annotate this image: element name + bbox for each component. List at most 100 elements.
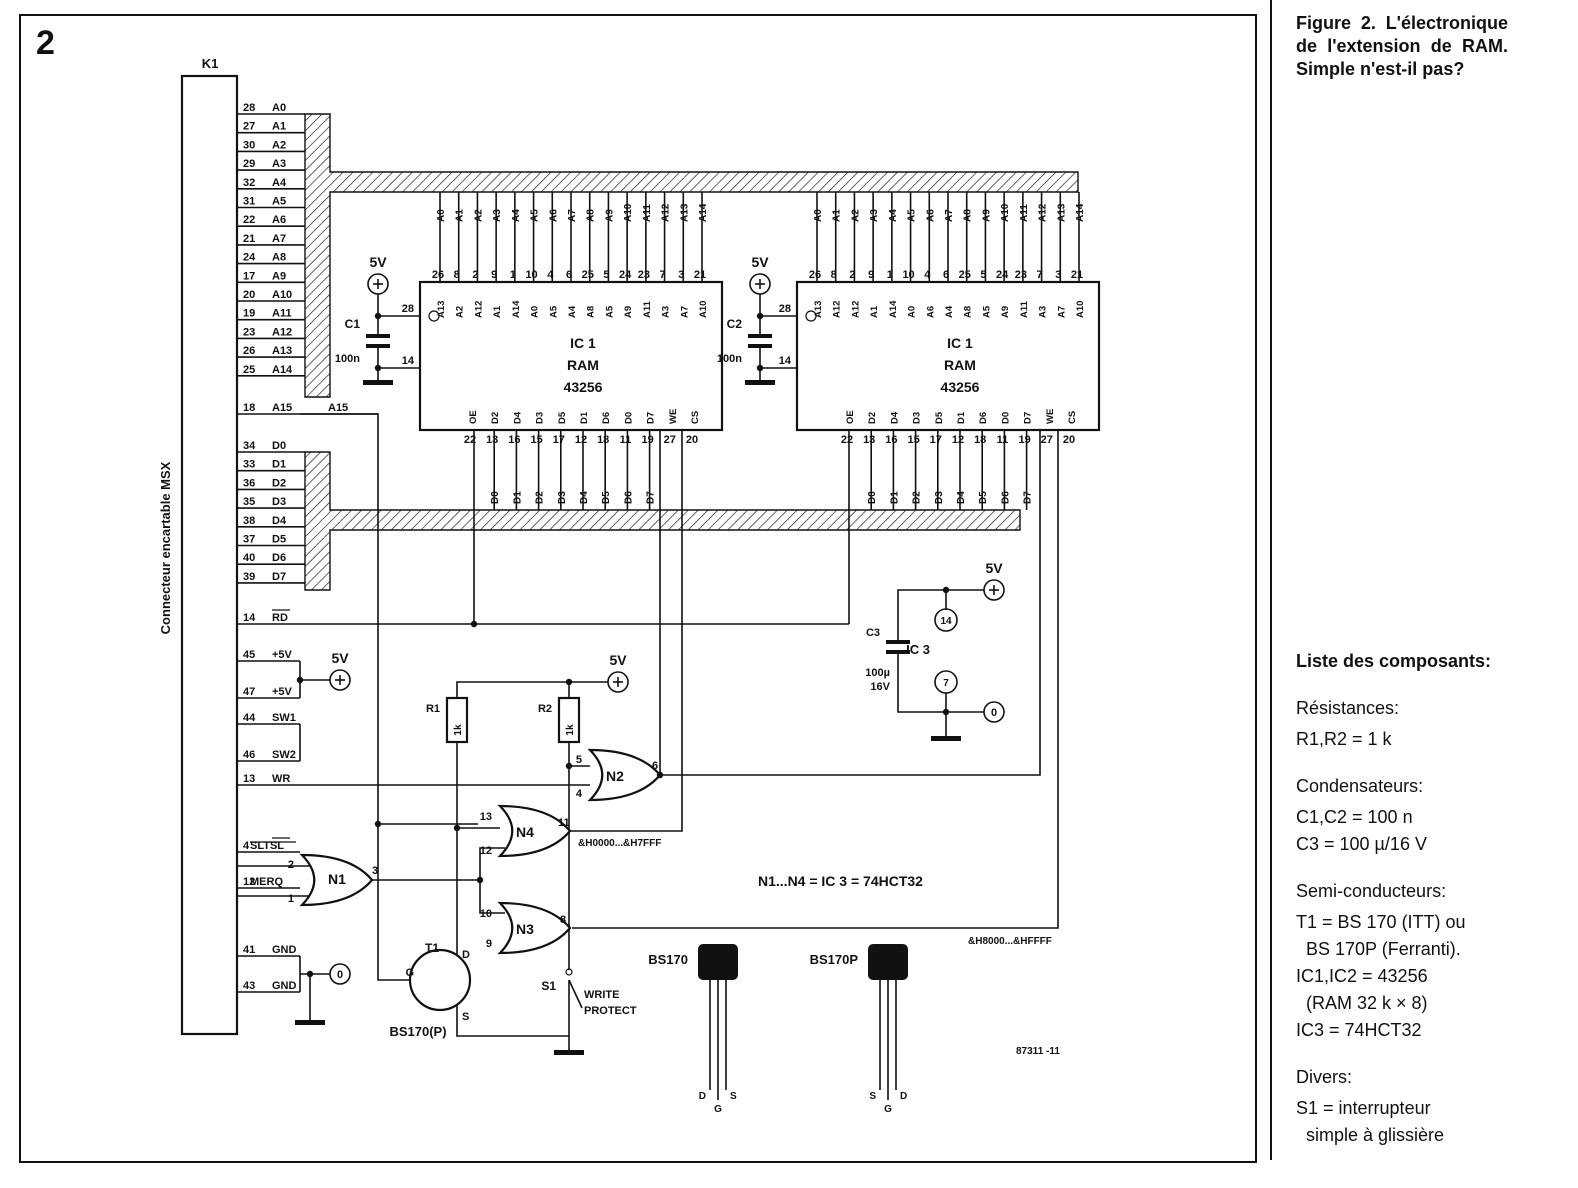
parts-item: R1,R2 = 1 k — [1296, 729, 1392, 749]
ram-pin-number: 3 — [678, 269, 684, 281]
bus-data-label: D6 — [623, 491, 634, 504]
bus-data-label: D5 — [978, 491, 989, 504]
ram-type: RAM — [567, 357, 599, 373]
gate-name: N4 — [516, 824, 534, 840]
bus-address-label: A12 — [661, 203, 672, 222]
ram-pin-name: A12 — [832, 301, 843, 318]
pullup-wire — [456, 681, 608, 698]
ram-pin-number: 6 — [566, 269, 572, 281]
ram-pin-number: 3 — [1055, 269, 1061, 281]
ram-pin-number: 23 — [1015, 269, 1027, 281]
parts-item: C3 = 100 µ/16 V — [1296, 834, 1427, 854]
ram-pin-name: D6 — [601, 412, 612, 424]
gate-name: N2 — [606, 768, 624, 784]
ram-pin-number: 21 — [694, 269, 706, 281]
connector-pin-number: 46 — [243, 749, 255, 761]
supply-label: 5V — [331, 650, 349, 666]
ground-symbol — [745, 380, 775, 385]
supply-terminal — [367, 273, 389, 295]
connector-pin-number: 25 — [243, 364, 255, 376]
ram-pin-name: A1 — [492, 305, 503, 318]
cap-value: 100n — [335, 353, 360, 365]
ram-pin-name: A4 — [567, 305, 578, 318]
transistor-ref: T1 — [425, 941, 439, 955]
ram-part: 43256 — [564, 379, 603, 395]
ram-pin-name: D3 — [535, 412, 546, 424]
connector-pin-name: D2 — [272, 477, 286, 489]
ram-pin-name: A14 — [511, 300, 522, 318]
ram-pin-number: 2 — [849, 269, 855, 281]
connector-pin-number: 36 — [243, 477, 255, 489]
ram-pin-number: 24 — [996, 269, 1009, 281]
ram-pin-number: 9 — [491, 269, 497, 281]
connector-pin-number: 21 — [243, 233, 255, 245]
n2-we2-wire — [660, 430, 1041, 776]
ram-pin-name: A10 — [1075, 301, 1086, 318]
connector-pin-number: 14 — [243, 612, 256, 624]
connector-pin-number: 30 — [243, 139, 255, 151]
connector-pin-name: A9 — [272, 270, 286, 282]
package-pin: G — [884, 1104, 892, 1115]
gate-pin-num: 4 — [576, 788, 583, 800]
ram-pin-number: 8 — [454, 269, 460, 281]
bus-data-label: D1 — [889, 491, 900, 504]
connector-pin-name: D1 — [272, 459, 286, 471]
ic3-pin-num: 7 — [943, 678, 949, 689]
resistor-ref: R1 — [426, 703, 440, 715]
ram-pin-number: 1 — [887, 269, 893, 281]
gate-pin-num: 1 — [288, 893, 294, 905]
bus-address-label: A3 — [492, 209, 503, 222]
a15-wire — [300, 413, 418, 981]
ground-symbol — [295, 1020, 325, 1025]
to92-package — [698, 944, 738, 980]
ram-pin-number: 27 — [1041, 434, 1053, 446]
bus-address-label: A10 — [623, 203, 634, 222]
bus-layer — [304, 113, 1079, 591]
ram-pin-number: 13 — [486, 434, 498, 446]
gate-pin-num: 8 — [560, 914, 566, 926]
resistor-value: 1k — [453, 724, 464, 736]
parts-item: simple à glissière — [1296, 1125, 1445, 1145]
parts-list-title: Liste des composants: — [1296, 651, 1492, 671]
junction-dot — [942, 708, 950, 716]
connector-pin-name: A11 — [272, 308, 292, 320]
bus-address-label: A1 — [455, 209, 466, 222]
bus-address-label: A13 — [679, 203, 690, 222]
ground-symbol — [931, 736, 961, 741]
ram-pin-name: A6 — [925, 306, 936, 318]
connector-pin-name: A2 — [272, 139, 286, 151]
connector-pin-number: 31 — [243, 196, 255, 208]
bus-address-label: A0 — [813, 209, 824, 222]
parts-item: (RAM 32 k × 8) — [1296, 993, 1428, 1013]
or-gate-n2 — [587, 748, 662, 802]
connector-pin-number: 28 — [243, 102, 255, 114]
ram-ref: IC 1 — [947, 335, 973, 351]
data-bus — [304, 451, 1021, 591]
package-pin: D — [699, 1091, 706, 1102]
ram-pin-name: D0 — [1000, 412, 1011, 424]
ram-pin-number: 15 — [907, 434, 919, 446]
bus-data-label: D5 — [601, 491, 612, 504]
ram-pin-name: A4 — [944, 305, 955, 318]
ram-pin-number: 11 — [997, 434, 1009, 446]
ic3-cap-value: 16V — [870, 681, 890, 693]
ram-pin-name: A10 — [698, 301, 709, 318]
junction-dot — [374, 312, 382, 320]
supply-terminal — [749, 273, 771, 295]
connector-label: Connecteur encartable MSX — [158, 461, 173, 634]
ram-pin-name: D7 — [1023, 412, 1034, 424]
connector-pin-number: 13 — [243, 773, 255, 785]
bus-address-label: A6 — [548, 209, 559, 222]
connector-pin-number: 41 — [243, 944, 255, 956]
ram-pin-name: A11 — [642, 300, 653, 318]
connector-pin-name: D5 — [272, 534, 286, 546]
component-layer — [180, 74, 1101, 1055]
wire-layer — [237, 113, 1080, 1100]
junction-dot — [476, 876, 484, 884]
junction-dot — [470, 620, 478, 628]
n1-n4-wire — [479, 847, 505, 880]
ram-pin-name: WE — [1045, 409, 1056, 424]
ram-pin-name: A8 — [586, 306, 597, 318]
